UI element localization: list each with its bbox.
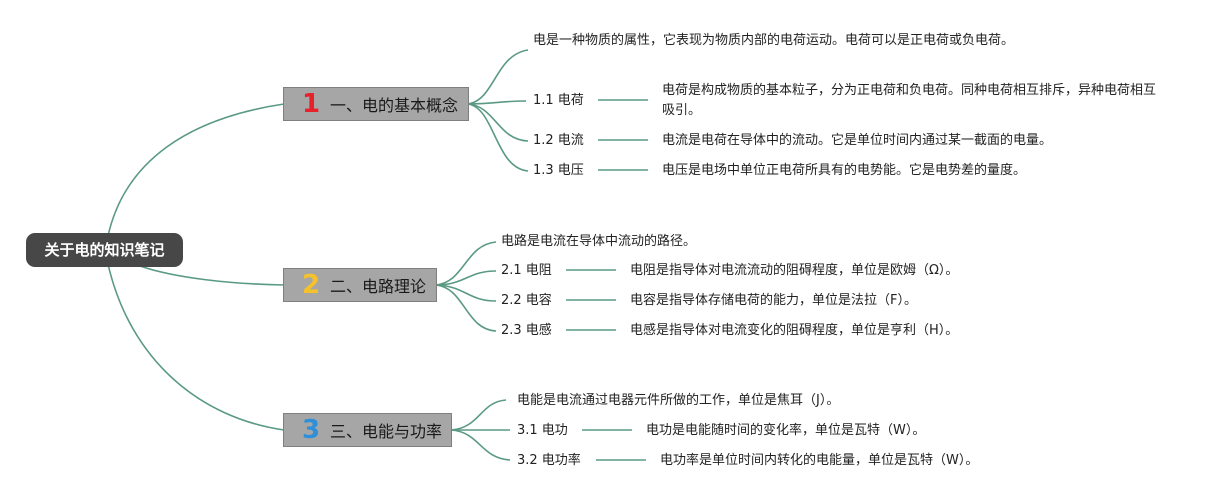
link-b2-item2 [435,284,497,302]
link-b1-item2 [467,103,529,142]
branch-3-intro[interactable]: 电能是电流通过电器元件所做的工作，单位是焦耳（J）。 [517,393,840,408]
subtopic-3-2-desc[interactable]: 电功率是单位时间内转化的电能量，单位是瓦特（W）。 [660,453,979,468]
branch-label-2: 二、电路理论 [330,277,427,296]
number-badge-1: 1 [301,89,321,119]
link-b1-item1 [467,100,527,105]
subtopic-1-3-desc[interactable]: 电压是电场中单位正电荷所具有的电势能。它是电势差的量度。 [662,163,1027,178]
branch-topic-3[interactable]: 3 三、电能与功率 [283,413,452,447]
subtopic-1-1-desc[interactable]: 电荷是构成物质的基本粒子，分为正电荷和负电荷。同种电荷相互排斥，异种电荷相互吸引… [662,83,1157,118]
subtopic-3-1-desc[interactable]: 电功是电能随时间的变化率，单位是瓦特（W）。 [646,423,926,438]
subtopic-2-3[interactable]: 2.3 电感 [501,323,552,338]
link-root-branch-1 [107,103,285,237]
link-b1-item3 [467,103,529,172]
number-badge-2: 2 [301,270,321,300]
link-b2-intro [435,241,497,286]
root-topic[interactable]: 关于电的知识笔记 [26,233,183,267]
branch-label-1: 一、电的基本概念 [330,96,459,115]
subtopic-1-2-desc[interactable]: 电流是电荷在导体中的流动。它是单位时间内通过某一截面的电量。 [662,133,1053,148]
link-root-branch-3 [107,263,285,431]
number-badge-3: 3 [301,415,321,445]
subtopic-2-3-desc[interactable]: 电感是指导体对电流变化的阻碍程度，单位是亨利（H）。 [630,323,959,338]
branch-2-intro[interactable]: 电路是电流在导体中流动的路径。 [501,234,697,249]
subtopic-2-1-desc[interactable]: 电阻是指导体对电流流动的阻碍程度，单位是欧姆（Ω）。 [630,263,959,278]
link-root-branch-2 [139,265,285,286]
subtopic-2-1[interactable]: 2.1 电阻 [501,263,552,278]
subtopic-2-2[interactable]: 2.2 电容 [501,293,552,308]
link-b3-item2 [450,429,511,461]
subtopic-3-1[interactable]: 3.1 电功 [517,423,568,438]
branch-label-3: 三、电能与功率 [330,422,443,441]
branch-topic-2[interactable]: 2 二、电路理论 [283,268,437,302]
subtopic-1-1[interactable]: 1.1 电荷 [533,93,584,108]
branch-topic-1[interactable]: 1 一、电的基本概念 [283,87,469,121]
subtopic-2-2-desc[interactable]: 电容是指导体存储电荷的能力，单位是法拉（F）。 [630,293,917,308]
link-b1-intro [467,49,529,105]
branch-1-intro[interactable]: 电是一种物质的属性，它表现为物质内部的电荷运动。电荷可以是正电荷或负电荷。 [533,33,1015,48]
subtopic-3-2[interactable]: 3.2 电功率 [517,453,581,468]
link-b2-item1 [435,270,497,286]
subtopic-1-2[interactable]: 1.2 电流 [533,133,584,148]
link-b3-intro [450,399,507,431]
subtopic-1-3[interactable]: 1.3 电压 [533,163,584,178]
link-b2-item3 [435,284,497,332]
